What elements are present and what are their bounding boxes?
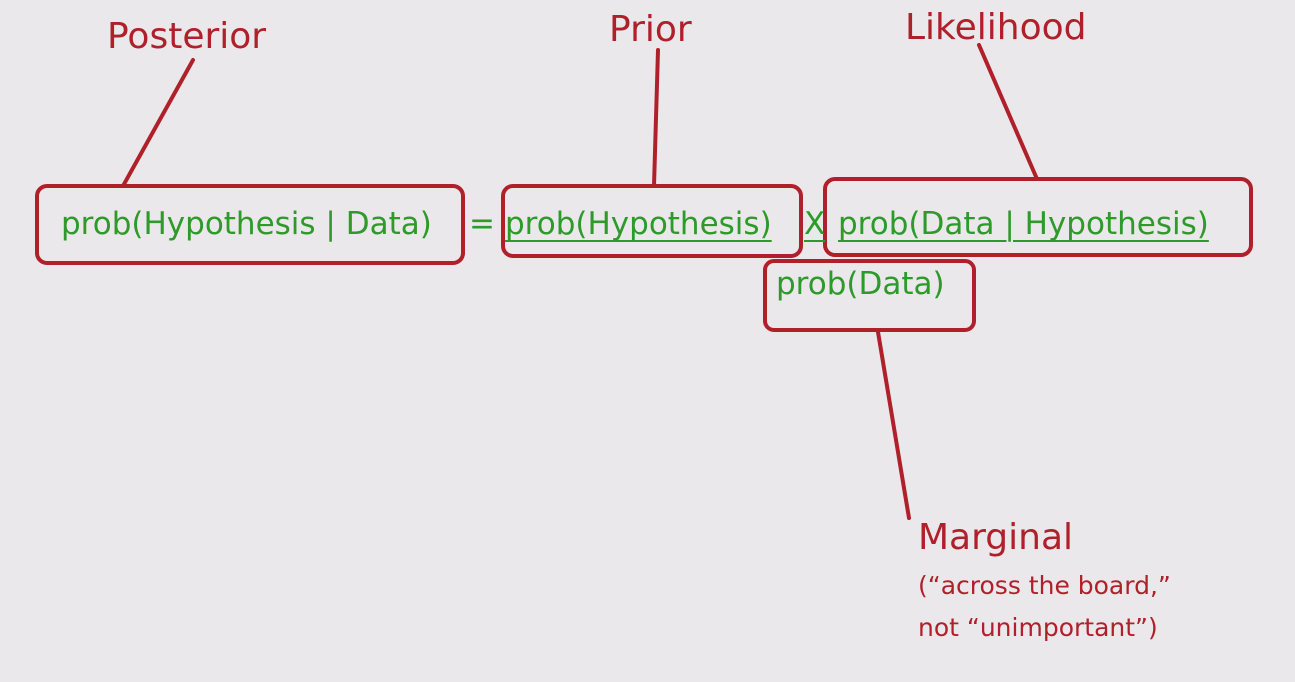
prior-label: Prior	[609, 9, 692, 50]
likelihood-term: prob(Data | Hypothesis)	[838, 206, 1209, 242]
marginal-note-line2: not “unimportant”)	[918, 613, 1158, 642]
posterior-box	[35, 184, 465, 265]
posterior-term: prob(Hypothesis | Data)	[61, 206, 432, 242]
marginal-label: Marginal	[918, 517, 1074, 558]
prior-term: prob(Hypothesis)	[505, 206, 772, 242]
marginal-box	[763, 259, 976, 332]
marginal-note-line1: (“across the board,”	[918, 571, 1171, 600]
posterior-label: Posterior	[107, 16, 267, 57]
prior-connector	[652, 48, 660, 188]
times-sign: X	[804, 206, 826, 242]
likelihood-connector	[977, 43, 1039, 181]
marginal-connector	[876, 330, 911, 520]
marginal-term: prob(Data)	[776, 266, 945, 302]
equals-sign: =	[469, 206, 495, 242]
posterior-connector	[121, 58, 195, 188]
likelihood-label: Likelihood	[905, 7, 1087, 48]
